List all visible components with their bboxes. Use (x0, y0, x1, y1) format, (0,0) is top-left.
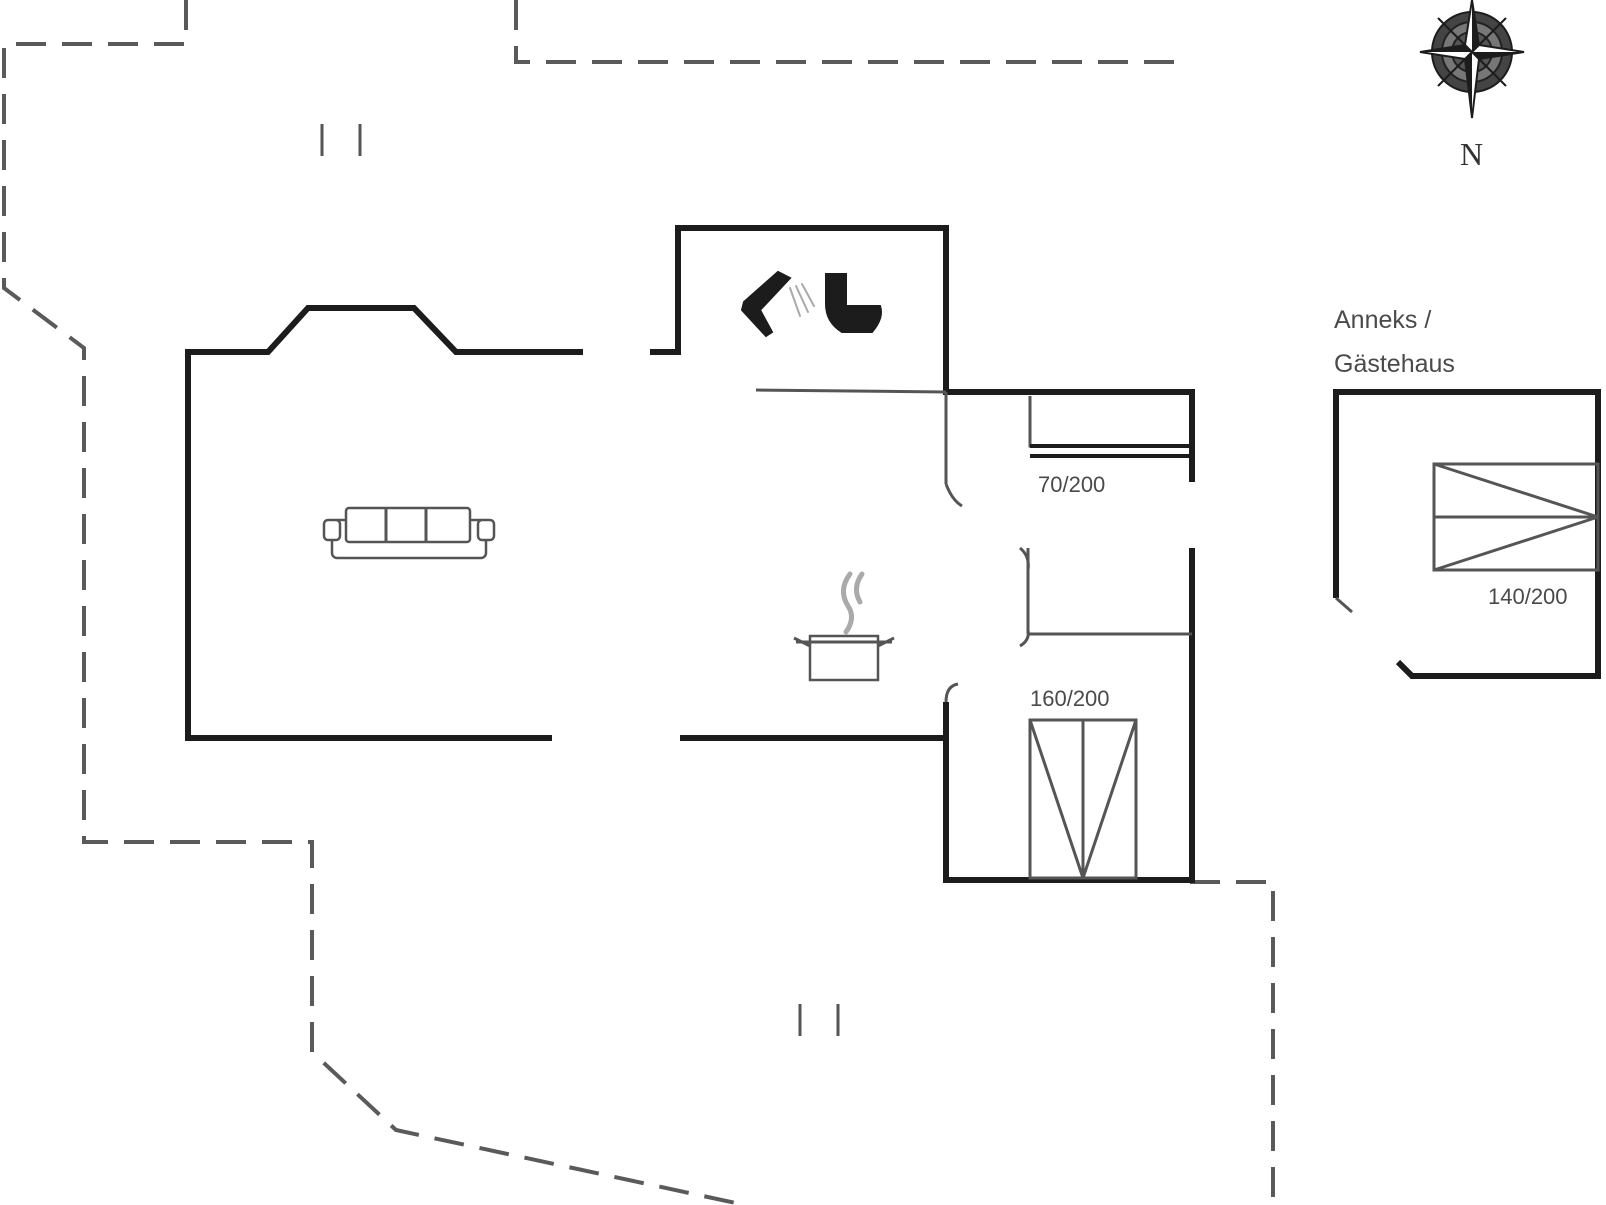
terrace-marker-bottom (798, 1004, 840, 1036)
stove-pot-icon (793, 571, 895, 682)
annex-label: Anneks / (1334, 306, 1431, 334)
main-house-walls (185, 225, 1195, 883)
toilet-icon (825, 273, 882, 333)
bed-size-label: 140/200 (1488, 584, 1568, 609)
compass-north-label: N (1460, 136, 1483, 172)
bed-size-label: 160/200 (1030, 686, 1110, 711)
bed-icon (1028, 718, 1138, 880)
bed-icon (1028, 396, 1190, 458)
compass-rose-icon (1419, 0, 1525, 119)
shower-icon (740, 270, 815, 338)
property-boundary (2, 0, 1275, 1205)
sofa-icon (322, 506, 496, 560)
annex-walls (1333, 389, 1601, 679)
bed-icon (1432, 462, 1600, 572)
terrace-marker-top (320, 124, 362, 156)
bed-size-label: 70/200 (1038, 472, 1105, 497)
annex-label: Gästehaus (1334, 350, 1455, 378)
